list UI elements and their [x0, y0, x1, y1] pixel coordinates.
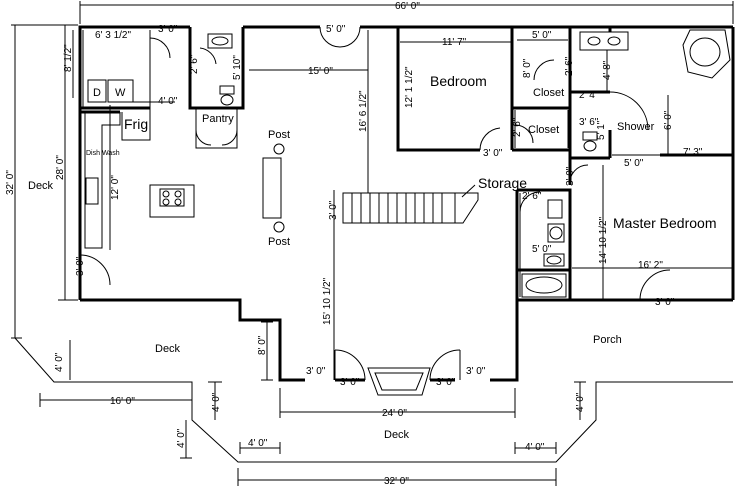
dim-deck-8: 8' 0"	[257, 335, 268, 355]
deck-bottom-label: Deck	[384, 429, 410, 441]
dim-laundry-d: 8' 1/2"	[63, 44, 74, 72]
deck-left-label: Deck	[28, 180, 54, 192]
dim-bath2-door: 2' 6"	[522, 191, 542, 202]
dim-bath1-d: 2' 6"	[189, 54, 200, 74]
dim-deck-4-a: 4' 0"	[211, 392, 222, 412]
dim-closet-door1: 2' 6"	[564, 56, 575, 76]
dim-closet2-small: 5' 1"	[596, 120, 607, 140]
dim-entry-mid-l: 3' 0"	[340, 377, 360, 388]
dim-overall-width: 66' 0"	[395, 1, 420, 12]
dim-deck-4-b: 4' 0"	[176, 428, 187, 448]
dim-kitchen-12: 12' 0"	[110, 175, 121, 200]
dim-deck-4-c: 4' 0"	[248, 438, 268, 449]
walls	[78, 25, 735, 382]
dim-deck-4-left: 4' 0"	[54, 352, 65, 372]
dim-entry-left: 3' 0"	[306, 366, 326, 377]
dishwasher-label: Dish Wash	[86, 150, 120, 157]
dim-shower-5: 5' 0"	[624, 158, 644, 169]
deck-mid-label: Deck	[155, 343, 181, 355]
dim-bedroom-door: 3' 0"	[483, 148, 503, 159]
post-1-label: Post	[268, 129, 290, 141]
dryer-label: D	[93, 87, 101, 99]
storage-label: Storage	[478, 175, 527, 191]
dim-bath1-h: 5' 10"	[232, 55, 243, 80]
dim-hall-15: 15' 0"	[308, 66, 333, 77]
dim-living-16: 16' 6 1/2"	[358, 90, 369, 132]
dimension-labels: 66' 0" 32' 0" 28' 0" 6' 3 1/2" 3' 0" 8' …	[5, 1, 703, 486]
dim-laundry-w: 6' 3 1/2"	[95, 30, 131, 41]
dim-front-door-top: 5' 0"	[326, 24, 346, 35]
dim-closet-door2: 2' 4"	[579, 90, 599, 101]
dim-deck-4-e: 4' 0"	[575, 392, 586, 412]
frig-label: Frig	[124, 116, 148, 132]
dim-shower-7: 7' 3"	[683, 147, 703, 158]
deck-outline	[14, 337, 733, 463]
dim-bedroom-w: 11' 7"	[442, 37, 467, 48]
washer-label: W	[115, 87, 126, 99]
dim-entry-mid-r: 3' 0"	[436, 377, 456, 388]
shower-label: Shower	[617, 121, 655, 133]
dim-entry-right: 3' 0"	[466, 366, 486, 377]
dim-stair-3: 3' 0"	[328, 200, 339, 220]
closet-2-label: Closet	[528, 124, 559, 136]
dimension-lines	[11, 1, 734, 486]
dim-living-15: 15' 10 1/2"	[322, 277, 333, 325]
dim-master-d: 14' 10 1/2"	[598, 216, 609, 264]
fixtures	[85, 29, 731, 396]
dim-bedroom-d: 12' 1 1/2"	[404, 66, 415, 108]
dim-deck-16: 16' 0"	[110, 396, 135, 407]
dim-bath2-5: 5' 0"	[532, 244, 552, 255]
closet-1-label: Closet	[533, 87, 564, 99]
dim-overall-depth: 32' 0"	[5, 170, 16, 195]
dim-kitchen-door: 3' 0"	[75, 256, 86, 276]
bedroom-label: Bedroom	[430, 73, 487, 89]
dim-hall-3: 3' 0"	[565, 166, 576, 186]
pantry-label: Pantry	[202, 113, 234, 125]
dim-closet-w: 5' 0"	[532, 30, 552, 41]
dim-shower-6: 6' 0"	[663, 110, 674, 130]
dim-laundry-door: 3' 0"	[158, 24, 178, 35]
door-swings	[79, 26, 671, 381]
dim-deck-4-d: 4' 0"	[525, 442, 545, 453]
dim-laundry-4: 4' 0"	[158, 96, 178, 107]
dim-deck-32: 32' 0"	[384, 476, 409, 486]
dim-closet2-side: 3' 6"	[579, 117, 599, 128]
dim-shower-h: 4' 8"	[602, 60, 613, 80]
dim-closet-d: 8' 0"	[522, 58, 533, 78]
dim-entry-24: 24' 0"	[382, 408, 407, 419]
master-bedroom-label: Master Bedroom	[613, 215, 716, 231]
dim-closet2-door: 2' 6"	[512, 117, 523, 137]
room-labels: Bedroom Master Bedroom Closet Closet Sho…	[28, 73, 716, 441]
dim-master-w: 16' 2"	[638, 260, 663, 271]
post-2-label: Post	[268, 236, 290, 248]
dim-master-door: 3' 0"	[655, 297, 675, 308]
dim-house-depth: 28' 0"	[55, 155, 66, 180]
porch-label: Porch	[593, 334, 622, 346]
